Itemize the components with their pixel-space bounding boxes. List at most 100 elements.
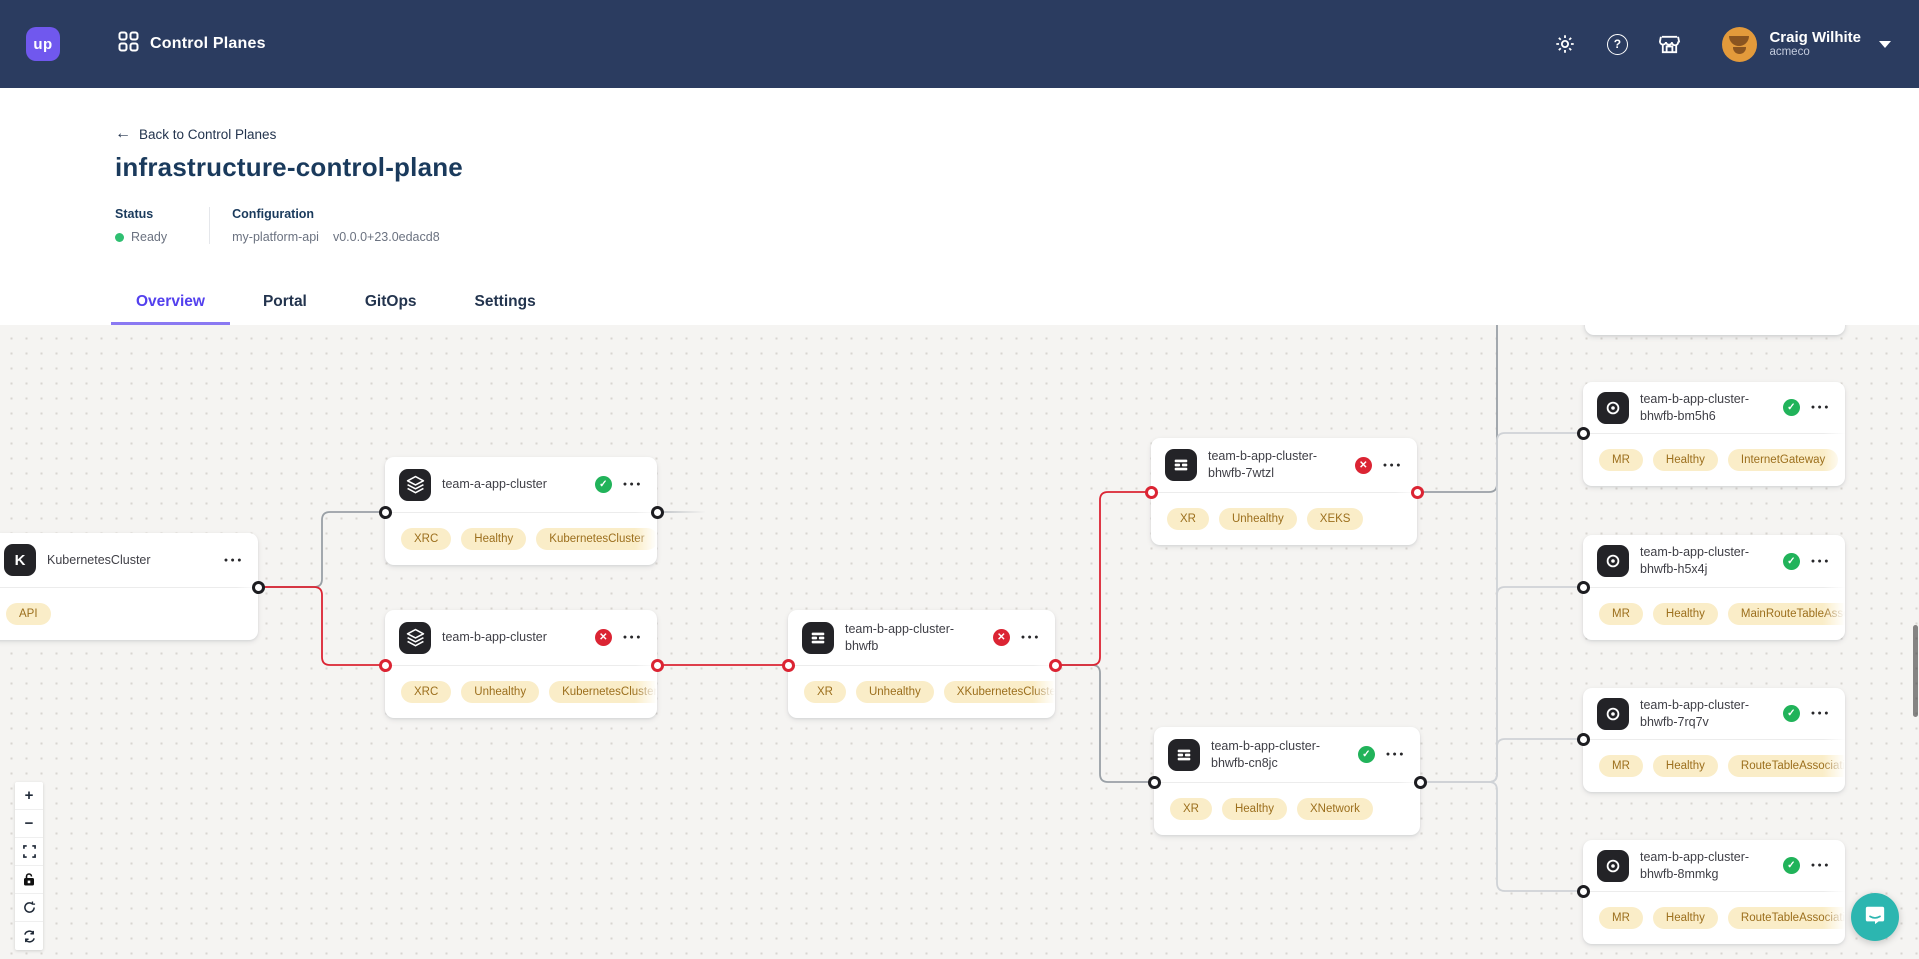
user-menu[interactable]: Craig Wilhite acmeco <box>1722 26 1891 62</box>
badge-internetgateway: InternetGateway <box>1727 449 1839 471</box>
chevron-down-icon <box>1879 40 1891 48</box>
node-menu-icon[interactable]: ●●● <box>1020 634 1041 641</box>
connection-handle-right[interactable] <box>1048 658 1062 672</box>
zoom-out-button[interactable]: − <box>15 810 43 838</box>
node-menu-icon[interactable]: ●●● <box>223 556 244 564</box>
badge-xkubernetescluster: XKubernetesCluster <box>943 681 1055 703</box>
healthy-check-icon: ✓ <box>594 476 612 493</box>
canvas-controls: + − <box>15 782 43 950</box>
badge-routetableassociation: RouteTableAssociation <box>1727 755 1845 777</box>
configuration-label: Configuration <box>232 207 315 221</box>
node-menu-icon[interactable]: ●●● <box>1810 710 1831 717</box>
chat-bubble-icon <box>1864 904 1886 931</box>
badge-healthy: Healthy <box>461 528 527 550</box>
healthy-check-icon: ✓ <box>1357 746 1375 763</box>
top-navbar: up Control Planes ? Craig Wilh <box>0 0 1919 88</box>
unhealthy-x-icon: ✕ <box>992 629 1010 646</box>
badge-kubernetescluster: KubernetesCluster <box>536 528 657 550</box>
node-h5x4j[interactable]: team-b-app-cluster-bhwfb-h5x4j ✓ ●●● MR Heal… <box>1576 535 1845 640</box>
unhealthy-x-icon: ✕ <box>1354 456 1372 474</box>
node-menu-icon[interactable]: ●●● <box>1382 461 1403 469</box>
node-menu-icon[interactable]: ●●● <box>622 634 643 641</box>
node-title: team-b-app-cluster-bhwfb-7wtzl <box>1208 449 1318 480</box>
edge-cn8jc-7rq7v <box>1420 738 1583 783</box>
node-title: team-b-app-cluster-bhwfb <box>845 621 955 653</box>
connection-handle-left[interactable] <box>1576 580 1590 594</box>
configuration-name: my-platform-api <box>232 230 319 244</box>
lock-button[interactable] <box>15 866 43 894</box>
badge-mr: MR <box>1599 603 1643 625</box>
fit-view-button[interactable] <box>15 838 43 866</box>
connection-handle-left[interactable] <box>1576 732 1590 746</box>
node-offscreen-top[interactable] <box>1585 325 1845 335</box>
tab-settings[interactable]: Settings <box>474 293 536 310</box>
node-title: team-b-app-cluster-bhwfb-cn8jc <box>1211 738 1321 770</box>
edge-kc-teamB <box>258 586 385 666</box>
chat-launcher-button[interactable] <box>1851 893 1899 941</box>
app-title: Control Planes <box>150 35 266 52</box>
back-link[interactable]: ← Back to Control Planes <box>115 126 276 142</box>
healthy-check-icon: ✓ <box>1782 552 1800 570</box>
edge-bhwfb-7wtzl <box>1055 491 1151 666</box>
connection-handle-left[interactable] <box>378 505 392 519</box>
node-menu-icon[interactable]: ●●● <box>1385 751 1406 758</box>
marketplace-icon[interactable] <box>1656 31 1682 57</box>
connection-handle-left[interactable] <box>781 658 795 672</box>
tab-bar: Overview Portal GitOps Settings <box>111 293 569 325</box>
node-title: team-b-app-cluster-bhwfb-h5x4j <box>1640 545 1750 576</box>
edge-cn8jc-h5x4j <box>1420 586 1583 783</box>
badge-unhealthy: Unhealthy <box>461 681 540 703</box>
tab-overview[interactable]: Overview <box>111 293 230 325</box>
connection-handle-left[interactable] <box>378 658 392 672</box>
node-menu-icon[interactable]: ●●● <box>1810 557 1831 565</box>
badge-xeks: XEKS <box>1306 508 1364 530</box>
node-menu-icon[interactable]: ●●● <box>1810 862 1831 869</box>
edge-cn8jc-bm5h6 <box>1420 432 1583 783</box>
connection-handle-right[interactable] <box>650 505 664 519</box>
unhealthy-x-icon: ✕ <box>594 629 612 646</box>
managed-resource-icon <box>1597 391 1629 424</box>
connection-handle-left[interactable] <box>1147 775 1161 789</box>
tab-portal[interactable]: Portal <box>262 293 307 310</box>
managed-resource-icon <box>1597 697 1629 730</box>
connection-handle-right[interactable] <box>1413 775 1427 789</box>
settings-gear-icon[interactable] <box>1552 31 1578 57</box>
connection-handle-right[interactable] <box>1410 485 1424 499</box>
connection-handle-left[interactable] <box>1576 426 1590 440</box>
managed-resource-icon <box>1597 849 1629 882</box>
configuration-version: v0.0.0+23.0edacd8 <box>332 230 440 244</box>
page-title: infrastructure-control-plane <box>115 152 463 182</box>
node-menu-icon[interactable]: ●●● <box>1810 404 1831 411</box>
scrollbar-thumb[interactable] <box>1913 625 1918 717</box>
connection-handle-left[interactable] <box>1576 884 1590 898</box>
connection-handle-left[interactable] <box>1144 485 1158 499</box>
badge-healthy: Healthy <box>1652 755 1718 777</box>
connection-handle-right[interactable] <box>251 580 265 594</box>
relayout-button[interactable] <box>15 922 43 950</box>
node-menu-icon[interactable]: ●●● <box>622 481 643 488</box>
connection-handle-right[interactable] <box>650 658 664 672</box>
badge-kubernetescluster: KubernetesCluster <box>549 681 657 703</box>
upbound-logo[interactable]: up <box>26 27 60 61</box>
edge-bhwfb-cn8jc <box>1055 664 1154 783</box>
badge-mr: MR <box>1599 755 1643 777</box>
claim-resource-icon <box>399 621 431 654</box>
rotate-button[interactable] <box>15 894 43 922</box>
zoom-in-button[interactable]: + <box>15 782 43 810</box>
help-icon[interactable]: ? <box>1604 31 1630 57</box>
managed-resource-icon <box>1597 545 1629 577</box>
status-ready-dot <box>115 232 124 242</box>
tab-gitops[interactable]: GitOps <box>364 293 417 310</box>
avatar <box>1722 26 1758 62</box>
badge-healthy: Healthy <box>1652 603 1718 625</box>
